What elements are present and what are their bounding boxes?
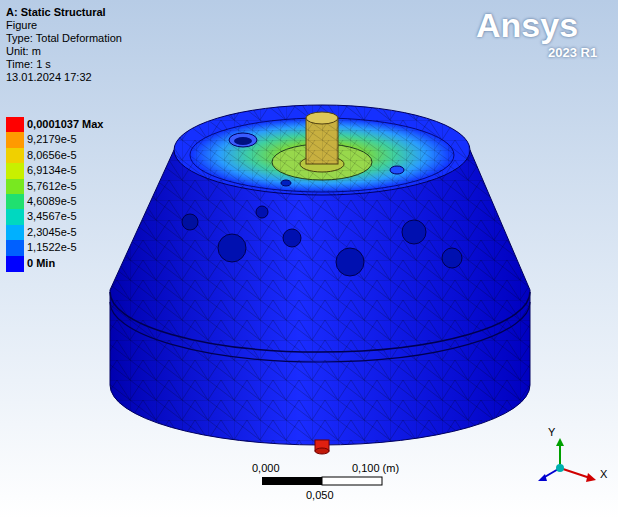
support-stub <box>315 440 329 454</box>
result-info: 13.01.2024 17:32 <box>6 71 92 84</box>
legend-swatch <box>6 179 24 195</box>
legend-swatch <box>6 209 24 225</box>
axis-label: Y <box>548 426 555 439</box>
scale-label: 0,100 (m) <box>352 462 399 475</box>
legend-value: 6,9134e-5 <box>27 164 77 177</box>
scale-label: 0,050 <box>306 489 334 502</box>
legend-swatch <box>6 225 24 241</box>
result-info: Type: Total Deformation <box>6 32 122 45</box>
result-info: Unit: m <box>6 45 41 58</box>
top-face <box>174 105 470 195</box>
version-label: 2023 R1 <box>548 46 597 61</box>
legend-swatch <box>6 132 24 148</box>
legend-swatch <box>6 240 24 256</box>
legend-swatch <box>6 117 24 133</box>
scale-bar <box>262 477 382 485</box>
legend-value: 2,3045e-5 <box>27 226 77 239</box>
legend-value: 3,4567e-5 <box>27 210 77 223</box>
axis-label: X <box>600 468 607 481</box>
legend-value: 0,0001037 Max <box>27 118 103 131</box>
legend-value: 1,1522e-5 <box>27 241 77 254</box>
legend-value: 9,2179e-5 <box>27 133 77 146</box>
legend-swatch <box>6 194 24 210</box>
legend-swatch <box>6 148 24 164</box>
legend-swatch <box>6 163 24 179</box>
scale-label: 0,000 <box>252 462 280 475</box>
legend-value: 5,7612e-5 <box>27 180 77 193</box>
legend-swatch <box>6 256 24 272</box>
legend-value: 8,0656e-5 <box>27 149 77 162</box>
result-title: A: Static Structural <box>6 6 106 19</box>
legend-value: 4,6089e-5 <box>27 195 77 208</box>
legend-value: 0 Min <box>27 257 55 270</box>
result-info: Figure <box>6 19 37 32</box>
brand-logo: Ansys <box>476 6 578 45</box>
axis-triad <box>538 438 596 482</box>
result-info: Time: 1 s <box>6 58 51 71</box>
